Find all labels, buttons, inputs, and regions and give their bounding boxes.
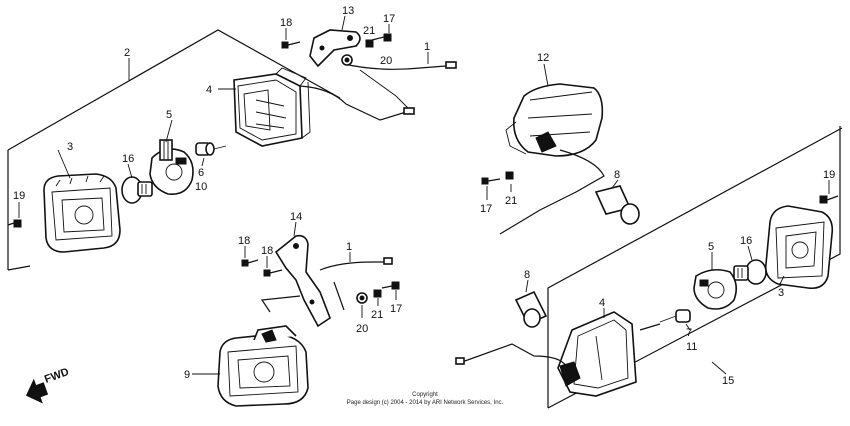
bulb-16-left [121, 176, 153, 204]
socket-8-lower [514, 290, 548, 328]
bolt-17-mid [481, 177, 501, 185]
wire-12 [499, 149, 605, 235]
bulb-16-right [733, 259, 767, 285]
callout-5-right: 5 [708, 241, 714, 253]
callout-20-top: 20 [380, 55, 392, 67]
callout-1-lower: 1 [346, 241, 352, 253]
callout-20-lower: 20 [356, 323, 368, 335]
socket-8-upper [594, 185, 640, 225]
callout-19-right: 19 [823, 169, 835, 181]
bolt-19-left [7, 219, 22, 228]
socket-5-right [693, 268, 738, 310]
callout-8-lower: 8 [524, 269, 530, 281]
wire-grommet-right [639, 323, 661, 331]
callout-15: 15 [722, 375, 734, 387]
callout-13: 13 [342, 5, 354, 17]
callout-11: 11 [686, 341, 697, 353]
callout-3-left: 3 [67, 141, 73, 153]
fwd-arrow-icon [25, 378, 49, 404]
callout-6: 6 [198, 167, 204, 179]
callout-17-top: 17 [383, 13, 395, 25]
wire-harness-1-lower [260, 257, 393, 313]
callout-21-mid: 21 [505, 195, 517, 207]
wire-harness-1-top [299, 61, 457, 121]
bolt-18-top [281, 41, 301, 49]
bracket-13 [309, 29, 361, 68]
callout-18-lower-a: 18 [238, 235, 250, 247]
copyright-line-1: Copyright [412, 392, 438, 398]
callout-4-left: 4 [206, 84, 212, 96]
callout-14: 14 [290, 211, 302, 223]
callout-7: 7 [686, 327, 692, 339]
lens-3-right [764, 205, 834, 290]
grommet-6 [195, 142, 227, 156]
callout-9: 9 [184, 369, 190, 381]
bolt-17-top [371, 33, 392, 42]
bolt-17-lower [381, 281, 400, 290]
nut-21-top [365, 39, 374, 48]
fwd-label: FWD [43, 366, 71, 386]
callout-10: 10 [195, 181, 207, 193]
grommet-7 [659, 309, 691, 323]
callout-8-upper: 8 [614, 169, 620, 181]
bracket-14 [274, 234, 331, 328]
callout-21-top: 21 [363, 25, 375, 37]
callout-21-lower: 21 [371, 309, 383, 321]
washer-20-lower [356, 292, 368, 304]
housing-12 [505, 83, 604, 157]
copyright-line-2: Page design (c) 2004 - 2014 by ARI Netwo… [347, 400, 504, 406]
housing-4-left [233, 67, 311, 147]
callout-16-left: 16 [122, 153, 134, 165]
lamp-9 [217, 325, 309, 407]
callout-2: 2 [124, 47, 130, 59]
wire-lower-right [461, 343, 567, 367]
callout-12: 12 [537, 52, 549, 64]
connector-lower-right [455, 357, 465, 365]
washer-20-top [341, 54, 353, 66]
nut-21-lower [373, 289, 382, 298]
bolt-18-lower-b [263, 269, 283, 277]
callout-17-mid: 17 [480, 203, 492, 215]
callout-1-top: 1 [424, 41, 430, 53]
callout-4-right: 4 [599, 297, 605, 309]
bolt-19-right [819, 195, 839, 204]
nut-21-mid [505, 171, 514, 180]
assembly-outline-15 [547, 126, 843, 409]
callout-17-lower: 17 [390, 303, 402, 315]
callout-16-right: 16 [740, 235, 752, 247]
callout-18-lower-b: 18 [261, 245, 273, 257]
callout-18-top: 18 [280, 17, 292, 29]
callout-5-left: 5 [166, 109, 172, 121]
lens-3-left [43, 173, 121, 253]
socket-5-left [149, 139, 194, 196]
bolt-18-lower-a [241, 259, 259, 267]
callout-3-right: 3 [778, 287, 784, 299]
callout-19-left: 19 [13, 190, 25, 202]
housing-4-right [557, 311, 637, 397]
